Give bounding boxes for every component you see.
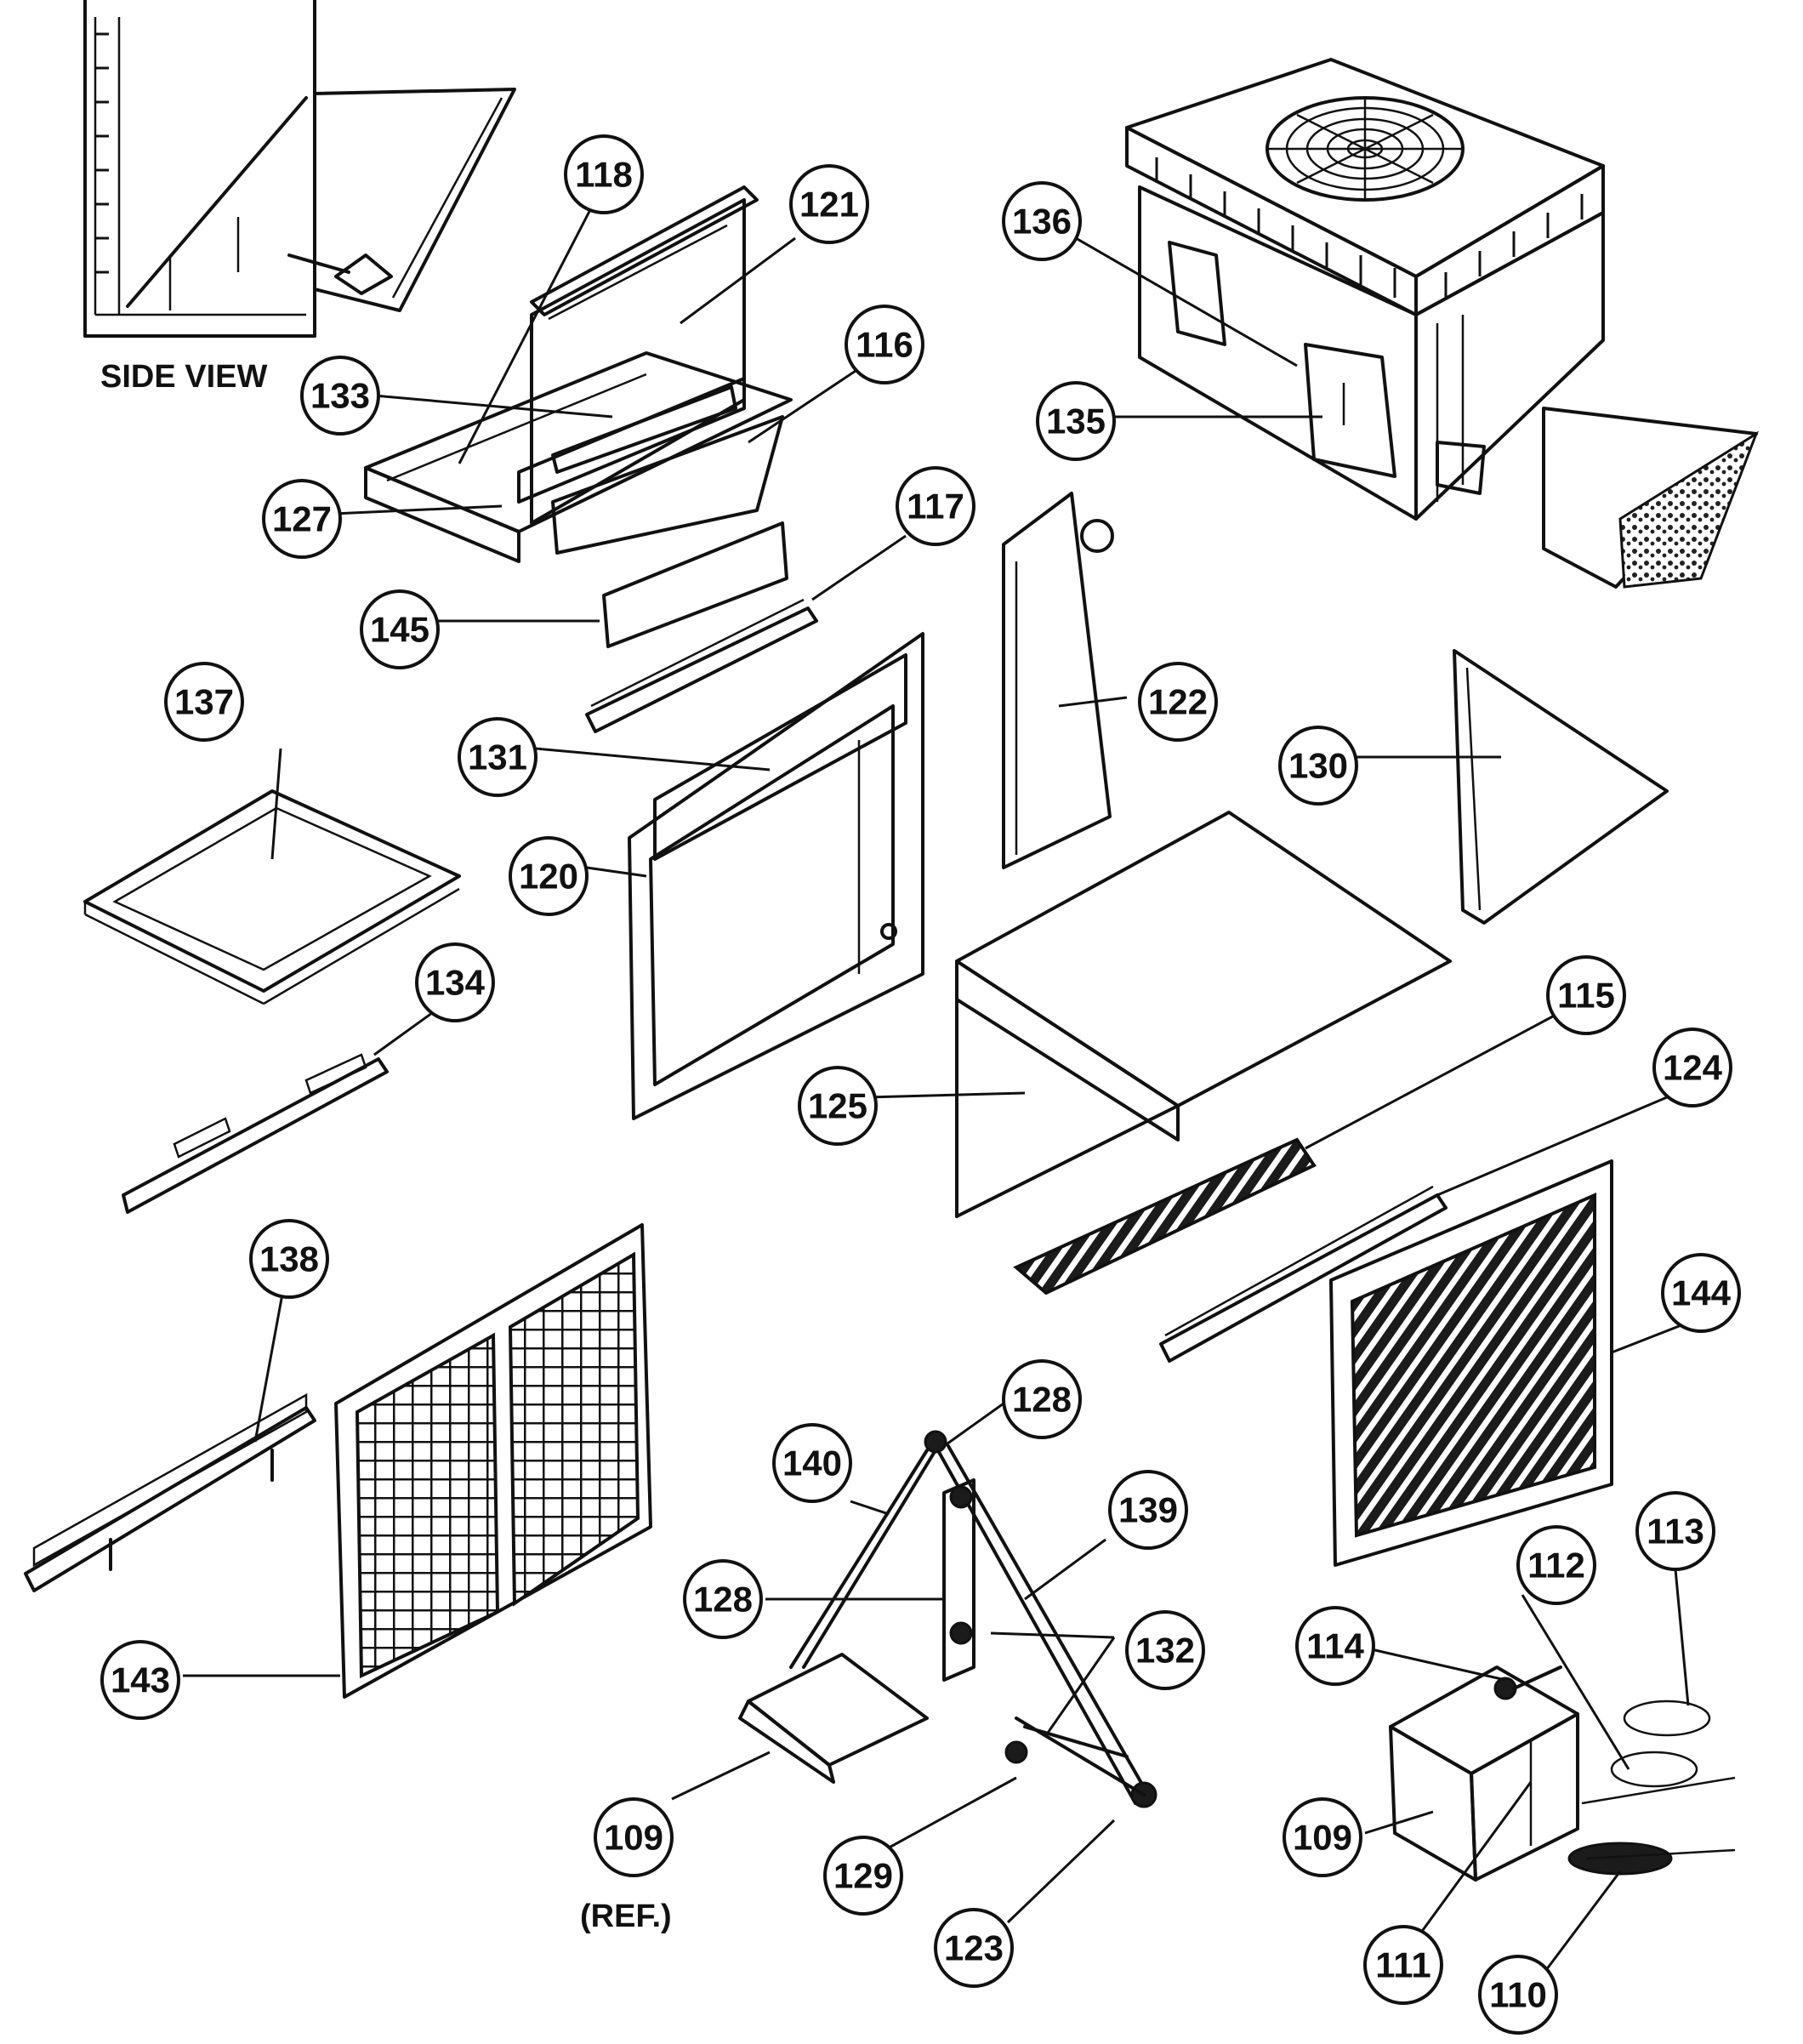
svg-text:137: 137 bbox=[174, 682, 234, 722]
svg-text:120: 120 bbox=[519, 857, 578, 897]
blower-housing-assembly bbox=[364, 185, 793, 563]
part-138 bbox=[24, 1406, 316, 1592]
callout-114: 114 bbox=[1295, 1606, 1375, 1686]
callout-138: 138 bbox=[249, 1219, 329, 1299]
part-130 bbox=[1453, 649, 1669, 925]
part-120 bbox=[628, 632, 924, 1120]
callout-111: 111 bbox=[1363, 1925, 1443, 2005]
top-louvers bbox=[1155, 157, 1584, 298]
svg-text:114: 114 bbox=[1306, 1626, 1364, 1666]
svg-text:118: 118 bbox=[575, 155, 633, 195]
callout-130: 130 bbox=[1278, 726, 1358, 806]
svg-text:121: 121 bbox=[799, 185, 859, 225]
side-view-fins bbox=[95, 32, 109, 274]
svg-text:140: 140 bbox=[782, 1443, 842, 1483]
part-115 bbox=[1013, 1137, 1317, 1295]
svg-text:123: 123 bbox=[944, 1928, 1004, 1968]
callout-112: 112 bbox=[1516, 1525, 1596, 1605]
ref-caption: (REF.) bbox=[580, 1899, 672, 1934]
callout-145: 145 bbox=[360, 589, 440, 669]
callout-122: 122 bbox=[1138, 662, 1218, 742]
svg-text:127: 127 bbox=[272, 499, 332, 539]
callout-116: 116 bbox=[845, 305, 924, 384]
svg-text:124: 124 bbox=[1663, 1048, 1723, 1088]
callout-135: 135 bbox=[1036, 381, 1116, 461]
fan-grille bbox=[1266, 96, 1465, 202]
callout-123: 123 bbox=[934, 1908, 1014, 1988]
svg-text:116: 116 bbox=[856, 325, 913, 365]
callout-117: 117 bbox=[896, 466, 975, 546]
svg-text:122: 122 bbox=[1148, 682, 1208, 722]
callout-115: 115 bbox=[1546, 955, 1626, 1035]
callout-109-ref: 109 (REF.) bbox=[580, 1797, 674, 1934]
part-137 bbox=[83, 789, 461, 1005]
callout-133: 133 bbox=[300, 356, 380, 436]
part-117 bbox=[585, 606, 818, 733]
bracket-assembly bbox=[738, 1430, 1157, 1808]
part-122 bbox=[1002, 492, 1112, 869]
leader-lines bbox=[183, 199, 1710, 1974]
callout-137: 137 bbox=[164, 662, 244, 742]
callout-121: 121 bbox=[789, 164, 869, 244]
svg-text:135: 135 bbox=[1046, 401, 1106, 441]
svg-text:133: 133 bbox=[310, 376, 370, 416]
callout-129: 129 bbox=[823, 1836, 903, 1916]
callout-136: 136 bbox=[1002, 181, 1082, 261]
callout-128-mid: 128 bbox=[683, 1559, 763, 1639]
svg-text:128: 128 bbox=[1012, 1380, 1072, 1420]
svg-text:128: 128 bbox=[693, 1580, 753, 1620]
svg-text:125: 125 bbox=[808, 1086, 867, 1126]
callout-110: 110 bbox=[1478, 1955, 1558, 2035]
side-view-caption: SIDE VIEW bbox=[100, 359, 267, 395]
svg-text:112: 112 bbox=[1527, 1546, 1585, 1586]
svg-text:144: 144 bbox=[1671, 1273, 1732, 1313]
condensing-unit bbox=[1125, 58, 1759, 589]
svg-text:130: 130 bbox=[1288, 746, 1348, 786]
side-view-inset: SIDE VIEW bbox=[83, 0, 516, 395]
svg-text:109: 109 bbox=[604, 1818, 663, 1858]
part-124 bbox=[1159, 1193, 1448, 1363]
svg-text:132: 132 bbox=[1135, 1631, 1195, 1671]
svg-text:110: 110 bbox=[1489, 1975, 1547, 2015]
svg-text:131: 131 bbox=[468, 737, 527, 777]
svg-text:145: 145 bbox=[370, 610, 429, 650]
callout-143: 143 bbox=[100, 1640, 180, 1720]
callout-139: 139 bbox=[1108, 1470, 1188, 1550]
svg-text:109: 109 bbox=[1293, 1818, 1352, 1858]
svg-text:134: 134 bbox=[425, 963, 486, 1003]
svg-text:136: 136 bbox=[1012, 202, 1072, 242]
callout-144: 144 bbox=[1661, 1253, 1741, 1333]
callout-124: 124 bbox=[1652, 1028, 1732, 1107]
svg-text:113: 113 bbox=[1647, 1512, 1704, 1552]
part-143 bbox=[334, 1223, 652, 1699]
callout-113: 113 bbox=[1635, 1491, 1715, 1571]
svg-text:129: 129 bbox=[833, 1856, 893, 1896]
callout-140: 140 bbox=[772, 1423, 852, 1503]
callout-134: 134 bbox=[415, 942, 495, 1022]
callout-128-top: 128 bbox=[1002, 1359, 1082, 1439]
callout-132: 132 bbox=[1125, 1610, 1205, 1690]
svg-text:117: 117 bbox=[907, 487, 964, 527]
svg-text:138: 138 bbox=[259, 1239, 319, 1279]
svg-text:139: 139 bbox=[1118, 1490, 1178, 1530]
callout-109-motor: 109 bbox=[1283, 1797, 1362, 1877]
part-125 bbox=[955, 811, 1452, 1218]
part-144 bbox=[1329, 1159, 1613, 1567]
part-145 bbox=[602, 521, 788, 648]
motor-assembly bbox=[1389, 1665, 1736, 1882]
callout-125: 125 bbox=[798, 1066, 878, 1146]
svg-text:143: 143 bbox=[111, 1660, 170, 1700]
part-134 bbox=[122, 1057, 389, 1214]
callout-120: 120 bbox=[509, 836, 589, 916]
svg-text:115: 115 bbox=[1557, 976, 1615, 1016]
svg-text:111: 111 bbox=[1375, 1945, 1430, 1985]
callout-131: 131 bbox=[458, 717, 537, 797]
callout-118: 118 bbox=[564, 134, 644, 214]
callout-127: 127 bbox=[262, 479, 342, 559]
